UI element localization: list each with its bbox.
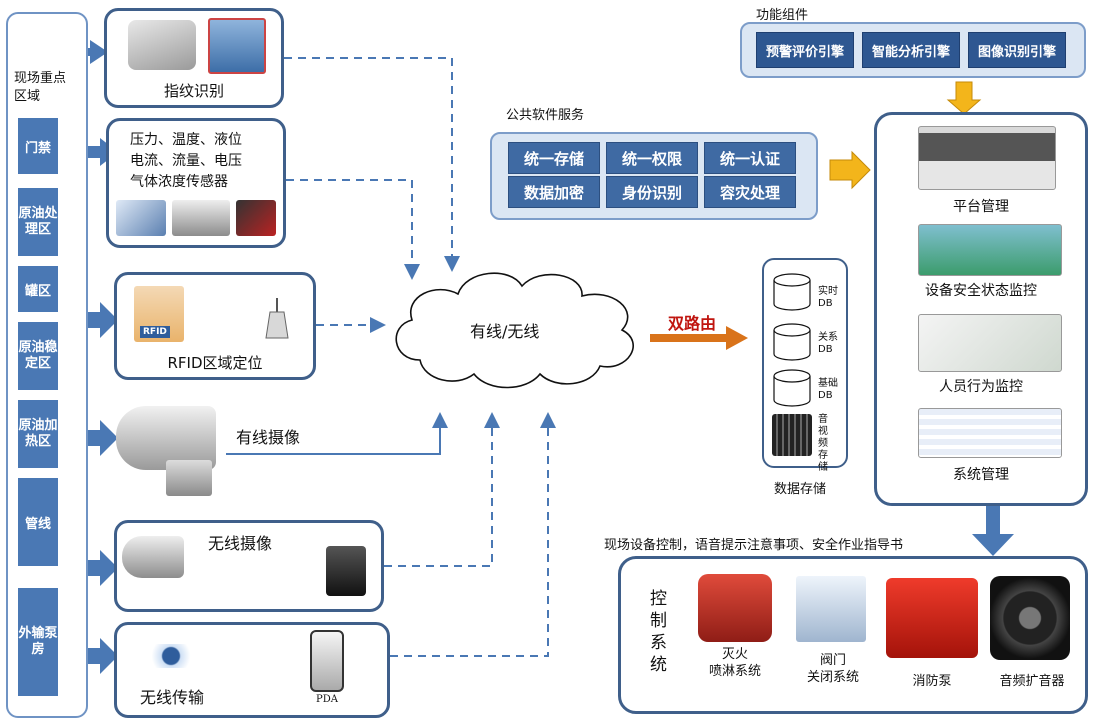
fingerprint-screen-image	[208, 18, 266, 74]
fire-pump-label: 消防泵	[912, 674, 952, 689]
wifi-icon	[146, 644, 196, 668]
zone-tank[interactable]: 罐区	[18, 266, 58, 312]
system-mgmt-screenshot	[918, 408, 1062, 458]
zone-gate[interactable]: 门禁	[18, 118, 58, 174]
db-base-label: 基础DB	[818, 378, 838, 401]
rfid-reader-icon	[264, 296, 290, 340]
sensor-image-2	[172, 200, 230, 236]
sensor-line-1: 压力、温度、液位	[130, 132, 242, 148]
sprinkler-label: 灭火 喷淋系统	[690, 646, 780, 680]
system-mgmt-label: 系统管理	[953, 467, 1009, 483]
dashed-links	[284, 57, 556, 657]
zone-export-pump[interactable]: 外输泵房	[18, 588, 58, 696]
wireless-camera-image	[122, 536, 184, 578]
av-storage-image	[772, 414, 812, 456]
dual-route-label: 双路由	[668, 314, 717, 333]
zone-crude-stabilization[interactable]: 原油稳定区	[18, 322, 58, 390]
av-storage-label: 音视频存储	[818, 414, 828, 473]
fingerprint-scanner-image	[128, 20, 196, 70]
service-unified-permission[interactable]: 统一权限	[606, 142, 698, 174]
valve-label-1: 阀门	[819, 653, 846, 668]
control-title: 控制系统	[650, 589, 667, 675]
sensor-image-3	[236, 200, 276, 236]
public-services-title: 公共软件服务	[506, 108, 585, 123]
wireless-camera-label: 无线摄像	[208, 534, 273, 553]
components-title: 功能组件	[756, 8, 809, 23]
wireless-transfer-label: 无线传输	[140, 688, 205, 707]
platform-mgmt-screenshot	[918, 126, 1056, 190]
cloud-label: 有线/无线	[470, 322, 540, 341]
service-identity[interactable]: 身份识别	[606, 176, 698, 208]
service-disaster-recovery[interactable]: 容灾处理	[704, 176, 796, 208]
service-unified-storage[interactable]: 统一存储	[508, 142, 600, 174]
yellow-arrows	[829, 81, 982, 190]
behavior-monitor-label: 人员行为监控	[939, 379, 1023, 395]
sensor-line-2: 电流、流量、电压	[130, 153, 242, 169]
service-data-encryption[interactable]: 数据加密	[508, 176, 600, 208]
db-realtime-label: 实时DB	[818, 286, 838, 309]
engine-warning-eval[interactable]: 预警评价引擎	[756, 32, 854, 68]
sensor-image-1	[116, 200, 166, 236]
down-arrow	[972, 500, 1014, 556]
wireless-transfer-panel	[114, 622, 390, 718]
wired-camera-label: 有线摄像	[236, 428, 301, 447]
wired-link	[226, 412, 448, 455]
speaker-label: 音频扩音器	[999, 674, 1065, 689]
equipment-monitor-label: 设备安全状态监控	[925, 283, 1037, 299]
zone-crude-processing[interactable]: 原油处理区	[18, 188, 58, 256]
pda-image	[310, 630, 344, 692]
rfid-card-icon: RFID	[134, 286, 184, 342]
sensor-text: 压力、温度、液位 电流、流量、电压 气体浓度传感器	[130, 130, 242, 193]
equipment-monitor-screenshot	[918, 224, 1062, 276]
service-unified-auth[interactable]: 统一认证	[704, 142, 796, 174]
fire-pump-image	[886, 578, 978, 658]
wireless-router-image	[326, 546, 366, 596]
engine-intelligent-analysis[interactable]: 智能分析引擎	[862, 32, 960, 68]
fingerprint-label: 指纹识别	[163, 82, 224, 100]
rfid-badge: RFID	[140, 326, 170, 338]
platform-mgmt-label: 平台管理	[953, 199, 1009, 215]
rfid-label: RFID区域定位	[167, 354, 263, 372]
behavior-monitor-screenshot	[918, 314, 1062, 372]
pda-label: PDA	[316, 694, 338, 705]
valve-image	[796, 576, 866, 642]
speaker-image	[990, 576, 1070, 660]
sprinkler-label-1: 灭火	[721, 647, 748, 662]
zone-pipeline[interactable]: 管线	[18, 478, 58, 566]
zone-crude-heating[interactable]: 原油加热区	[18, 400, 58, 468]
engine-image-recognition[interactable]: 图像识别引擎	[968, 32, 1066, 68]
network-cloud	[395, 272, 634, 389]
sprinkler-image	[698, 574, 772, 642]
db-cylinders	[773, 273, 811, 407]
db-relational-label: 关系DB	[818, 332, 838, 355]
dual-route-arrow	[650, 326, 748, 350]
valve-label-2: 关闭系统	[806, 670, 859, 685]
sprinkler-label-2: 喷淋系统	[708, 664, 761, 679]
zone-column-title: 现场重点区域	[14, 71, 67, 104]
storage-caption: 数据存储	[774, 482, 827, 497]
sensor-line-3: 气体浓度传感器	[130, 174, 228, 190]
control-caption: 现场设备控制，语音提示注意事项、安全作业指导书	[604, 538, 904, 553]
valve-label: 阀门 关闭系统	[788, 652, 878, 686]
wired-camera-mount	[166, 460, 212, 496]
wired-camera-image	[116, 406, 216, 470]
